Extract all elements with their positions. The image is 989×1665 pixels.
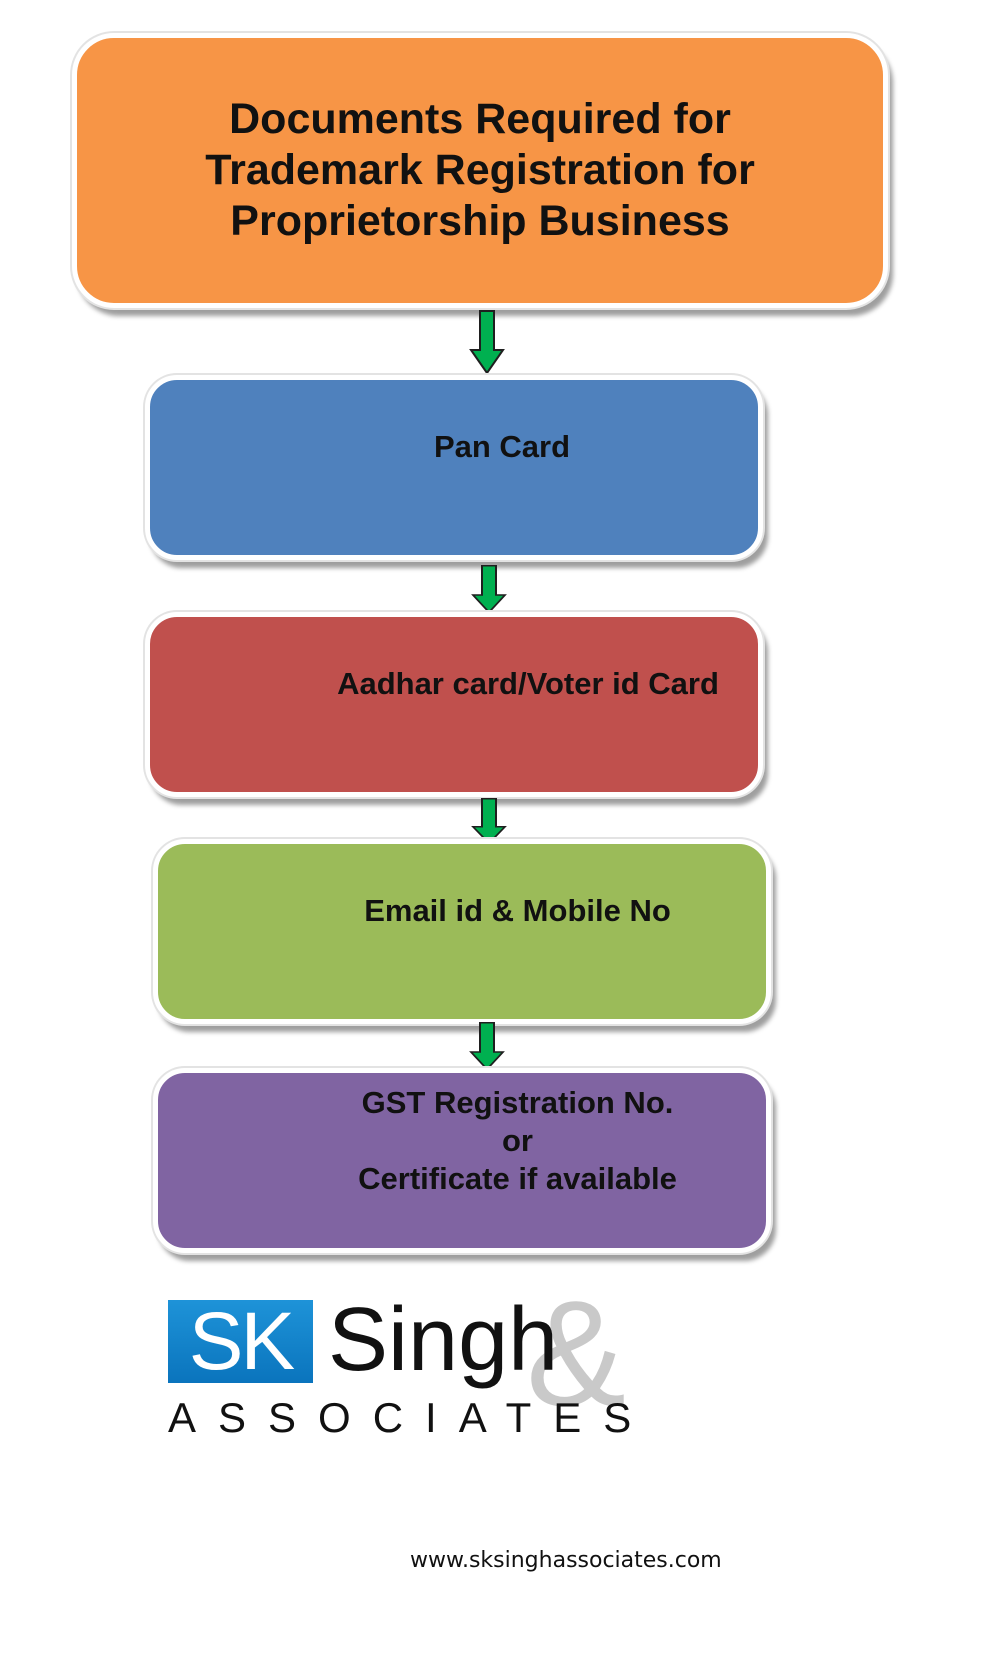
down-arrow-icon [471, 798, 507, 844]
website-url: www.sksinghassociates.com [410, 1548, 722, 1573]
title-line-1: Documents Required for [229, 95, 731, 143]
step-label: Pan Card [433, 428, 571, 464]
down-arrow-icon [469, 1022, 505, 1070]
logo-sk-badge: SK [168, 1300, 313, 1383]
title-line-3: Proprietorship Business [230, 197, 730, 245]
logo-subtitle: ASSOCIATES [168, 1394, 654, 1441]
title-box: Documents Required for Trademark Registr… [72, 33, 888, 308]
step-label: Aadhar card/Voter id Card [337, 665, 719, 701]
logo-name: Singh [328, 1290, 559, 1390]
title-line-2: Trademark Registration for [205, 146, 755, 194]
step-line-3: Certificate if available [358, 1160, 677, 1196]
step-pan-card: Pan Card [145, 375, 763, 560]
logo-ampersand: & [526, 1269, 627, 1437]
step-label: Email id & Mobile No [364, 892, 671, 928]
step-aadhar-voter-card: Aadhar card/Voter id Card [145, 612, 763, 797]
down-arrow-icon [469, 310, 505, 374]
step-gst-registration: GST Registration No. or Certificate if a… [153, 1068, 771, 1253]
step-line-2: or [502, 1122, 533, 1158]
step-email-mobile: Email id & Mobile No [153, 839, 771, 1024]
step-line-1: GST Registration No. [361, 1084, 674, 1120]
down-arrow-icon [471, 565, 507, 613]
sk-singh-associates-logo: & SK Singh ASSOCIATES [168, 1278, 638, 1448]
